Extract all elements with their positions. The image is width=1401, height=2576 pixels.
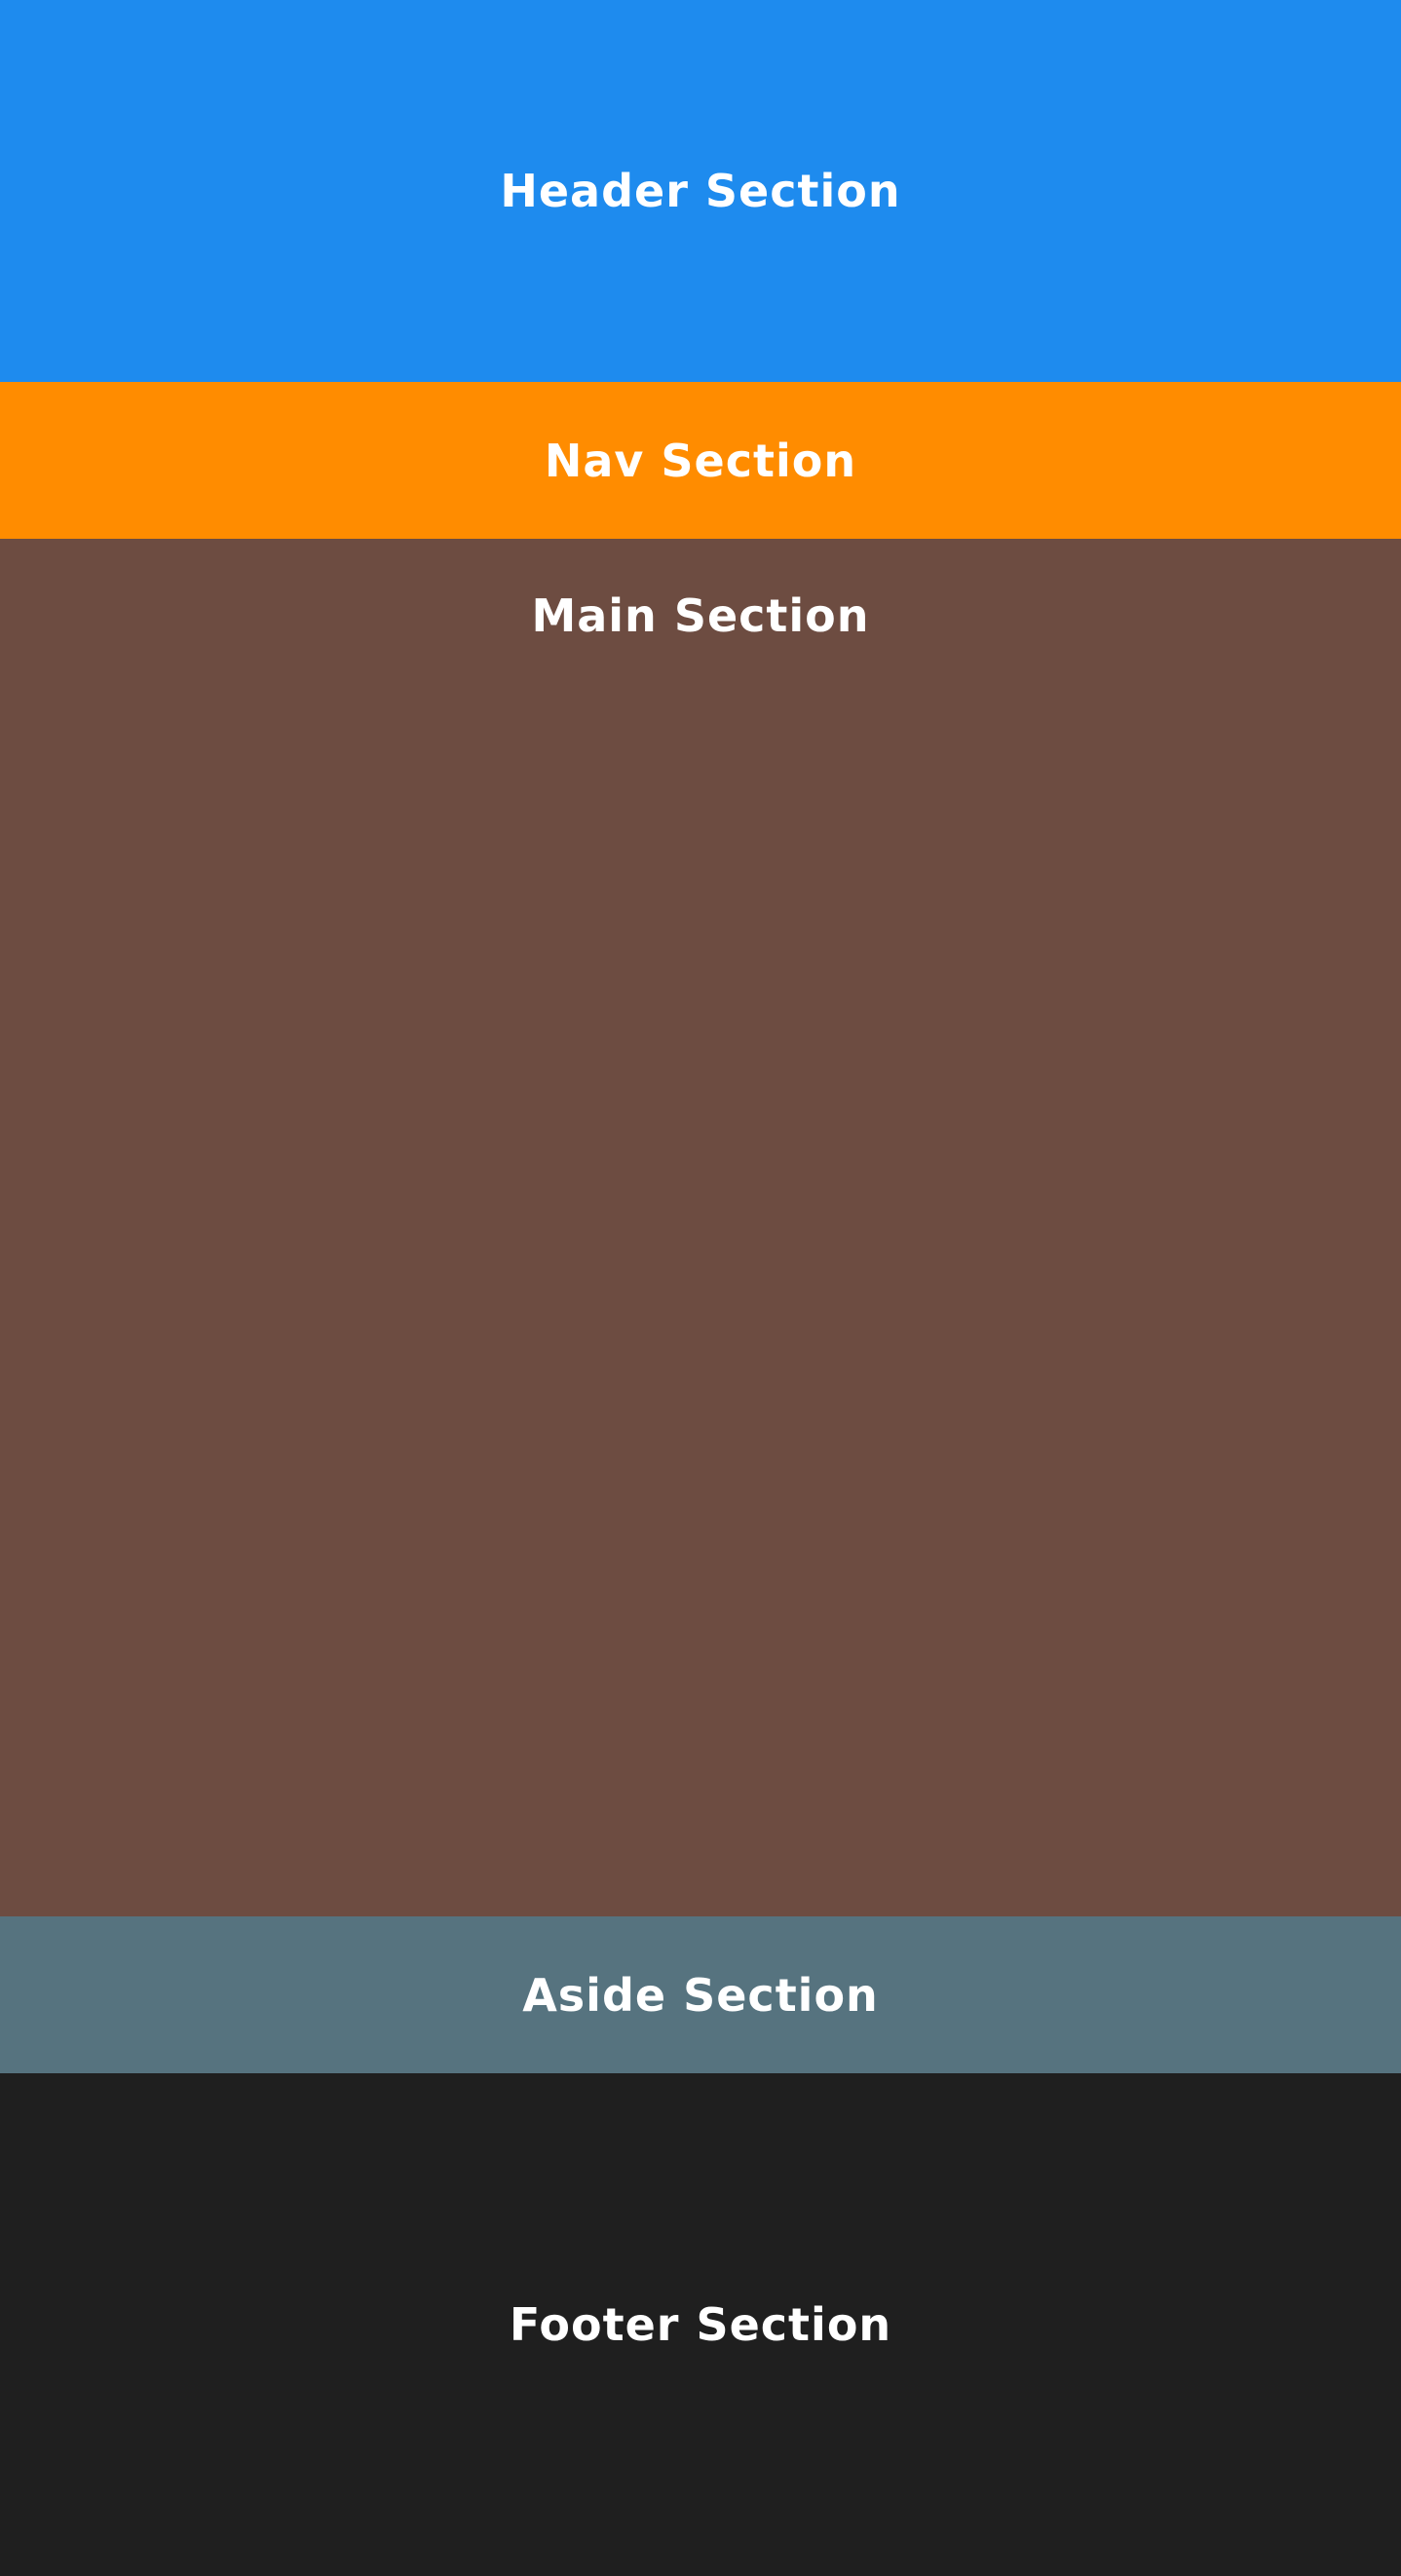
header-section: Header Section [0, 0, 1401, 382]
main-title: Main Section [531, 589, 870, 642]
header-title: Header Section [500, 165, 901, 217]
nav-title: Nav Section [544, 434, 857, 487]
footer-title: Footer Section [509, 2298, 892, 2351]
aside-section: Aside Section [0, 1916, 1401, 2073]
main-section: Main Section [0, 539, 1401, 1916]
footer-section: Footer Section [0, 2073, 1401, 2576]
nav-section: Nav Section [0, 382, 1401, 539]
aside-title: Aside Section [522, 1968, 879, 2022]
